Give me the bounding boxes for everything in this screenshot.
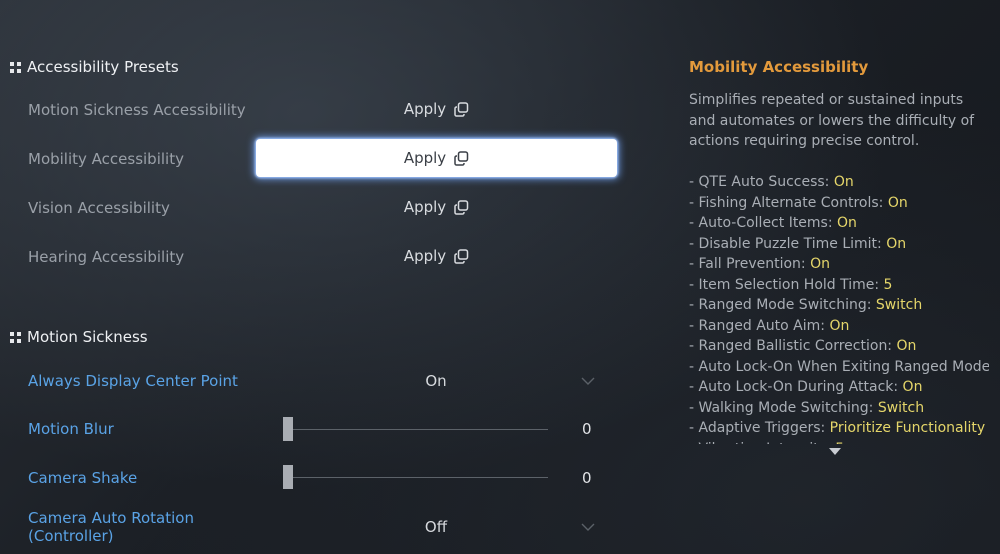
apply-label: Apply <box>403 247 447 265</box>
apply-button-mobility[interactable]: Apply <box>256 139 617 177</box>
copy-icon <box>454 101 469 117</box>
feature-name: - Auto-Collect Items: <box>689 215 838 231</box>
feature-name: - Walking Mode Switching: <box>689 399 878 416</box>
chevron-down-icon[interactable] <box>581 522 595 532</box>
feature-value: Prioritize Functionality <box>829 420 986 436</box>
motion-blur-slider-track[interactable] <box>288 429 548 430</box>
feature-name: - Fall Prevention: <box>689 256 811 272</box>
motion-blur-label: Motion Blur <box>28 420 114 438</box>
preset-label-motion-sickness: Motion Sickness Accessibility <box>28 101 246 119</box>
copy-icon <box>454 150 469 166</box>
apply-button-hearing[interactable]: Apply <box>256 237 617 275</box>
motion-blur-slider-thumb[interactable] <box>283 417 293 441</box>
feature-name: - Ranged Mode Switching: <box>689 297 876 313</box>
feature-item: - Ranged Mode Switching: Switch <box>689 295 989 316</box>
auto-rotation-value[interactable]: Off <box>424 518 448 536</box>
feature-item: - Item Selection Hold Time: 5 <box>689 275 989 296</box>
feature-item: - Walking Mode Switching: Switch <box>689 398 989 419</box>
feature-name: - Auto Lock-On During Attack: <box>689 379 903 395</box>
presets-header: Accessibility Presets <box>10 58 179 76</box>
camera-shake-value: 0 <box>582 469 592 487</box>
panel-description: Simplifies repeated or sustained inputs … <box>689 92 975 149</box>
feature-name: - Vibration Intensity: <box>689 441 835 445</box>
apply-button-vision[interactable]: Apply <box>256 188 617 226</box>
preset-label-vision: Vision Accessibility <box>28 199 170 217</box>
drag-handle-icon <box>10 331 21 343</box>
feature-value: Switch <box>875 297 923 313</box>
feature-name: - QTE Auto Success: <box>689 174 834 190</box>
center-point-value[interactable]: On <box>425 372 447 390</box>
motion-blur-value: 0 <box>582 420 592 438</box>
drag-handle-icon <box>10 61 21 73</box>
feature-name: - Auto Lock-On When Exiting Ranged Mode: <box>689 358 989 375</box>
feature-item: - Auto Lock-On During Attack: On <box>689 377 989 398</box>
chevron-down-icon[interactable] <box>581 376 595 386</box>
feature-name: - Item Selection Hold Time: <box>689 276 884 293</box>
feature-item: - Auto Lock-On When Exiting Ranged Mode:… <box>689 357 989 378</box>
feature-value: On <box>810 256 830 272</box>
feature-value: On <box>896 338 917 354</box>
feature-value: 5 <box>883 276 893 293</box>
camera-shake-slider-track[interactable] <box>288 477 548 478</box>
feature-item: - Fishing Alternate Controls: On <box>689 193 989 214</box>
center-point-label: Always Display Center Point <box>28 372 238 390</box>
apply-label: Apply <box>403 149 447 167</box>
feature-item: - Adaptive Triggers: Prioritize Function… <box>689 418 989 439</box>
panel-title: Mobility Accessibility <box>689 58 869 76</box>
camera-shake-label: Camera Shake <box>28 469 138 487</box>
feature-list[interactable]: - QTE Auto Success: On- Fishing Alternat… <box>689 172 989 444</box>
apply-button-motion-sickness[interactable]: Apply <box>256 90 617 128</box>
preset-label-mobility: Mobility Accessibility <box>28 150 184 168</box>
preset-label-hearing: Hearing Accessibility <box>28 248 185 266</box>
feature-name: - Fishing Alternate Controls: <box>689 194 888 211</box>
feature-value: On <box>833 174 854 190</box>
feature-value: On <box>902 379 923 395</box>
apply-label: Apply <box>403 100 447 118</box>
feature-name: - Adaptive Triggers: <box>689 420 830 436</box>
feature-item: - Fall Prevention: On <box>689 254 989 275</box>
scroll-down-arrow-icon[interactable] <box>829 448 841 455</box>
feature-name: - Ranged Ballistic Correction: <box>689 338 897 354</box>
copy-icon <box>454 248 469 264</box>
feature-value: 5 <box>835 441 844 445</box>
feature-item: - Auto-Collect Items: On <box>689 213 989 234</box>
presets-header-label: Accessibility Presets <box>27 58 179 76</box>
apply-label: Apply <box>403 198 447 216</box>
feature-value: On <box>886 235 907 252</box>
feature-value: On <box>887 194 908 211</box>
feature-item: - QTE Auto Success: On <box>689 172 989 193</box>
motion-sickness-header: Motion Sickness <box>10 328 148 346</box>
feature-item: - Ranged Ballistic Correction: On <box>689 336 989 357</box>
feature-item: - Disable Puzzle Time Limit: On <box>689 234 989 255</box>
feature-name: - Ranged Auto Aim: <box>689 317 830 334</box>
feature-value: On <box>837 215 857 231</box>
feature-name: - Disable Puzzle Time Limit: <box>689 235 887 252</box>
feature-value: Switch <box>877 399 925 416</box>
copy-icon <box>454 199 469 215</box>
feature-value: On <box>829 317 850 334</box>
feature-item: - Vibration Intensity: 5 <box>689 439 989 445</box>
auto-rotation-label: Camera Auto Rotation (Controller) <box>28 509 194 545</box>
feature-item: - Ranged Auto Aim: On <box>689 316 989 337</box>
motion-sickness-header-label: Motion Sickness <box>27 328 148 346</box>
camera-shake-slider-thumb[interactable] <box>283 465 293 489</box>
